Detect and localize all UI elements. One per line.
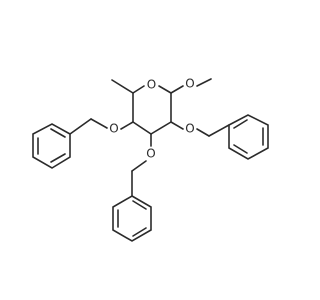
bond-c4-o-left (120, 121, 134, 130)
bond-c3-c4 (132, 121, 152, 135)
bond-c2-o-right (170, 121, 184, 130)
substituent-bonds (69, 78, 230, 197)
bond-ch2-phenyl-right (208, 124, 230, 137)
benzyloxy-oxygen-right-label: O (185, 122, 194, 136)
phenyl-ring-left (32, 123, 71, 169)
bond-o-right-ch2 (196, 128, 210, 137)
bond-c1-o-methoxy (170, 85, 184, 94)
bond-o-bottom-ch2 (131, 160, 147, 172)
bond-c2-c3 (150, 121, 172, 135)
benzyloxy-oxygen-left-label: O (109, 122, 118, 136)
benzyloxy-oxygen-bottom-label: O (146, 147, 155, 161)
phenyl-ring-right (228, 114, 269, 160)
phenyl-ring-bottom (112, 195, 152, 242)
bond-o-ring-c1 (158, 85, 172, 94)
molecule-structure-diagram: O O O O O (32, 77, 269, 242)
ring-oxygen-label: O (147, 78, 156, 92)
bond-c5-methyl (111, 79, 134, 94)
bond-o-methoxy-methyl (196, 78, 212, 87)
bond-ch2-phenyl-left (69, 118, 92, 135)
methoxy-oxygen-label: O (185, 77, 194, 91)
bond-o-left-ch2 (90, 118, 108, 129)
bond-c5-o-ring (132, 85, 145, 94)
ring-bonds (132, 85, 172, 135)
